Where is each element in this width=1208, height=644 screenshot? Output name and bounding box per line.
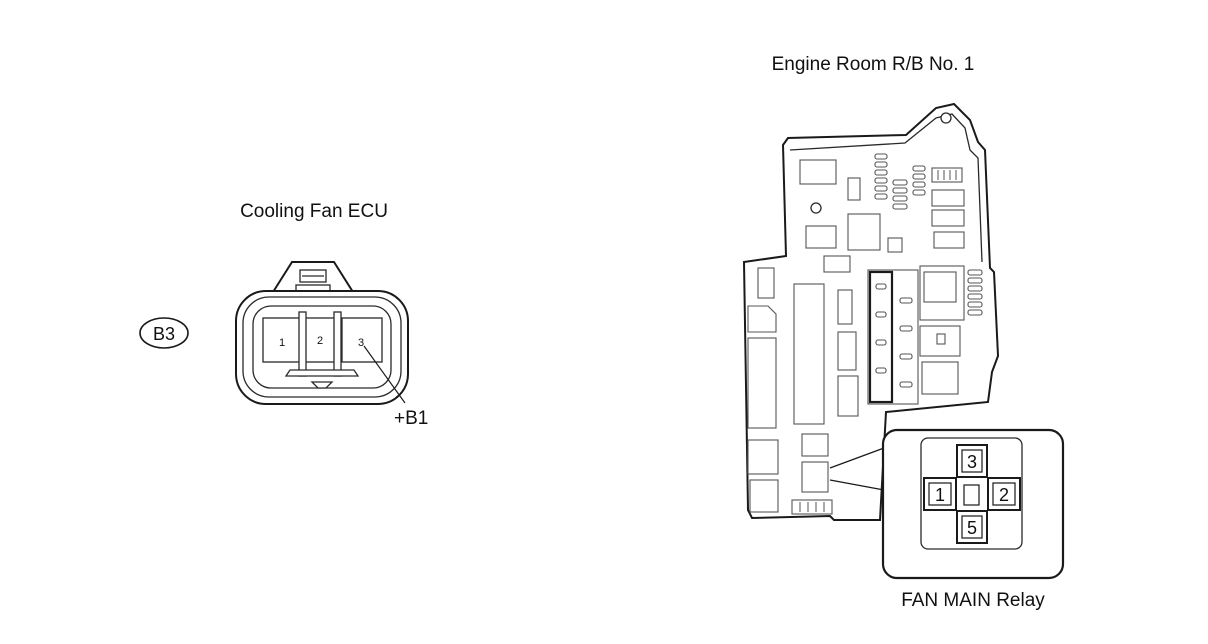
relay-pin-2-label: 2 <box>999 485 1009 505</box>
cooling-fan-ecu-group: Cooling Fan ECU B3 <box>139 201 428 429</box>
pin-number-3: 3 <box>358 337 364 349</box>
relay-block-title: Engine Room R/B No. 1 <box>772 54 975 75</box>
connector-code-badge: B3 <box>139 317 189 349</box>
relay-pin-3-label: 3 <box>967 452 977 472</box>
callout-leader <box>363 345 406 404</box>
relay-pin-5-label: 5 <box>967 518 977 538</box>
connector-code-label: B3 <box>153 324 175 344</box>
relay-pin-1-label: 1 <box>935 485 945 505</box>
ecu-connector: 1 2 3 <box>235 261 409 405</box>
cooling-fan-ecu-title: Cooling Fan ECU <box>240 201 388 222</box>
relay-name-label: FAN MAIN Relay <box>901 590 1045 611</box>
pin-cavity-3 <box>341 317 383 363</box>
relay-leader-bottom <box>829 479 885 491</box>
relay-leader-top <box>829 447 885 469</box>
callout-b1-label: +B1 <box>394 408 428 429</box>
pin-number-1: 1 <box>279 337 285 349</box>
relay-block-group: Engine Room R/B No. 1 <box>742 54 1065 611</box>
relay-terminal-center <box>963 484 980 506</box>
pin-number-2: 2 <box>317 335 323 347</box>
pin-cavity-1 <box>262 317 302 363</box>
